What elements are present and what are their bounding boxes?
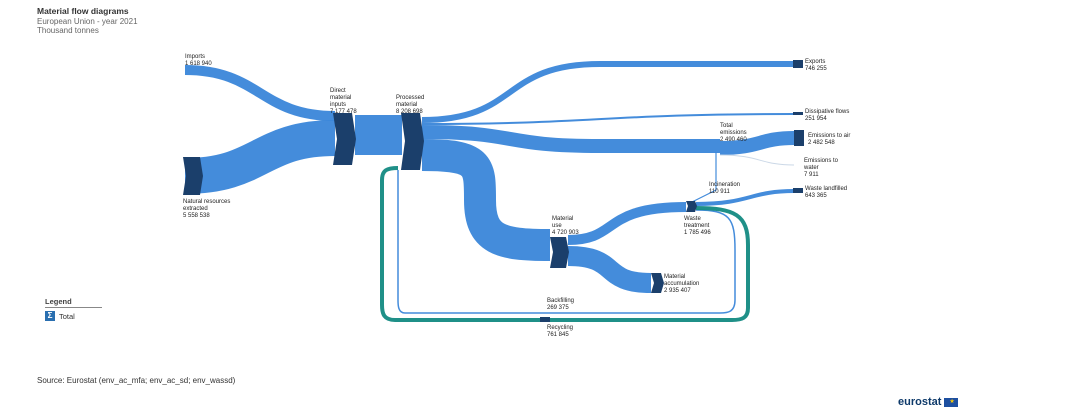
flow-natural-dmi[interactable] — [184, 120, 336, 194]
node-waste-treatment[interactable] — [686, 201, 697, 212]
legend-item-label: Total — [59, 311, 75, 321]
flow-incineration[interactable] — [687, 152, 717, 205]
node-emissions-air[interactable] — [794, 130, 804, 146]
flow-materialuse-accumulation[interactable] — [567, 246, 652, 293]
node-material-use[interactable] — [550, 237, 569, 268]
flow-processed-emissions[interactable] — [421, 125, 720, 153]
sigma-icon: Σ — [45, 311, 55, 321]
flows — [184, 61, 795, 322]
flow-emissions-water[interactable] — [719, 154, 795, 166]
node-waste-landfilled[interactable] — [793, 188, 803, 193]
node-exports[interactable] — [793, 60, 803, 68]
node-dmi[interactable] — [333, 113, 356, 165]
flow-processed-dissipative[interactable] — [421, 113, 794, 125]
flow-materialuse-wastetreatment[interactable] — [567, 202, 687, 245]
flow-imports-dmi[interactable] — [184, 65, 336, 121]
legend-item-total[interactable]: Σ Total — [45, 311, 75, 321]
legend-title: Legend — [45, 297, 72, 306]
flow-recycling[interactable] — [380, 166, 750, 322]
chart-title: Material flow diagrams — [37, 6, 129, 16]
node-recycling[interactable] — [540, 317, 550, 322]
flow-processed-exports[interactable] — [421, 61, 793, 123]
node-material-accumulation[interactable] — [651, 273, 664, 293]
eu-flag-icon: ★ — [944, 397, 959, 407]
nodes — [183, 60, 804, 322]
logo-text: eurostat — [898, 396, 942, 408]
flow-waste-landfilled[interactable] — [695, 189, 795, 206]
flag-star-icon: ★ — [949, 398, 955, 405]
flow-processed-materialuse[interactable] — [421, 139, 551, 261]
source-note: Source: Eurostat (env_ac_mfa; env_ac_sd;… — [37, 376, 236, 385]
node-dissipative[interactable] — [793, 112, 803, 115]
node-processed[interactable] — [401, 113, 424, 170]
chart-subtitle: European Union - year 2021 — [37, 17, 138, 26]
node-natural[interactable] — [183, 157, 203, 195]
flow-emissions-air[interactable] — [719, 131, 795, 155]
flow-backfilling[interactable] — [397, 170, 736, 314]
legend-divider — [45, 307, 102, 308]
chart-unit: Thousand tonnes — [37, 26, 99, 35]
eurostat-logo[interactable]: eurostat ★ — [898, 396, 959, 408]
